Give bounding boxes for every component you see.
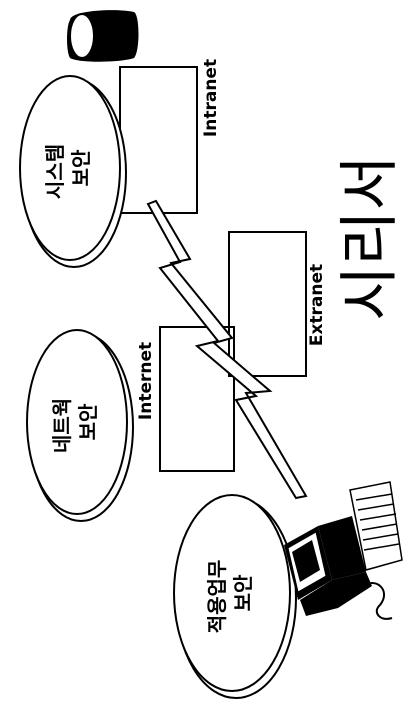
intranet-label: Intranet bbox=[201, 59, 221, 137]
big-title: 시리서 bbox=[335, 155, 405, 321]
extranet-box bbox=[229, 232, 306, 376]
lightning-link-icon bbox=[148, 201, 306, 498]
extranet-label: Extranet bbox=[307, 264, 327, 346]
internet-box bbox=[160, 327, 234, 471]
intranet-box bbox=[120, 67, 197, 213]
internet-label: Internet bbox=[136, 342, 156, 420]
database-cylinder-icon bbox=[67, 10, 139, 62]
computer-terminal-icon bbox=[284, 482, 402, 619]
